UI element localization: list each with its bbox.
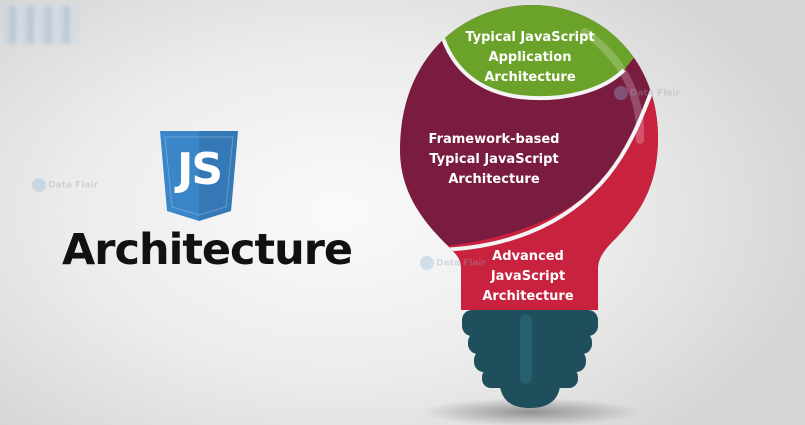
watermark-text: Data Flair [630, 88, 680, 99]
dataflair-logo-icon: Data Flair [614, 86, 680, 100]
layer-label-advanced: Advanced JavaScript Architecture [482, 249, 574, 304]
bulb-screw-base [462, 310, 598, 408]
js-badge-text: JS [176, 144, 223, 195]
glass-highlight [581, 28, 645, 144]
watermark-text: Data Flair [436, 258, 486, 269]
watermark-text: Data Flair [48, 180, 98, 191]
blurred-logo-icon [4, 6, 78, 44]
dataflair-logo-icon: Data Flair [420, 256, 486, 270]
bulb-shadow [420, 398, 640, 425]
layer-label-framework: Framework-based Typical JavaScript Archi… [428, 132, 560, 187]
page-title: Architecture [62, 225, 353, 275]
layer-typical-shape [440, 5, 640, 99]
layer-divider-top [439, 31, 626, 101]
layer-label-typical: Typical JavaScript Application Architect… [465, 30, 595, 85]
dataflair-logo-icon: Data Flair [32, 178, 98, 192]
layer-divider-bottom [429, 89, 654, 252]
js-shield-icon [160, 131, 238, 221]
